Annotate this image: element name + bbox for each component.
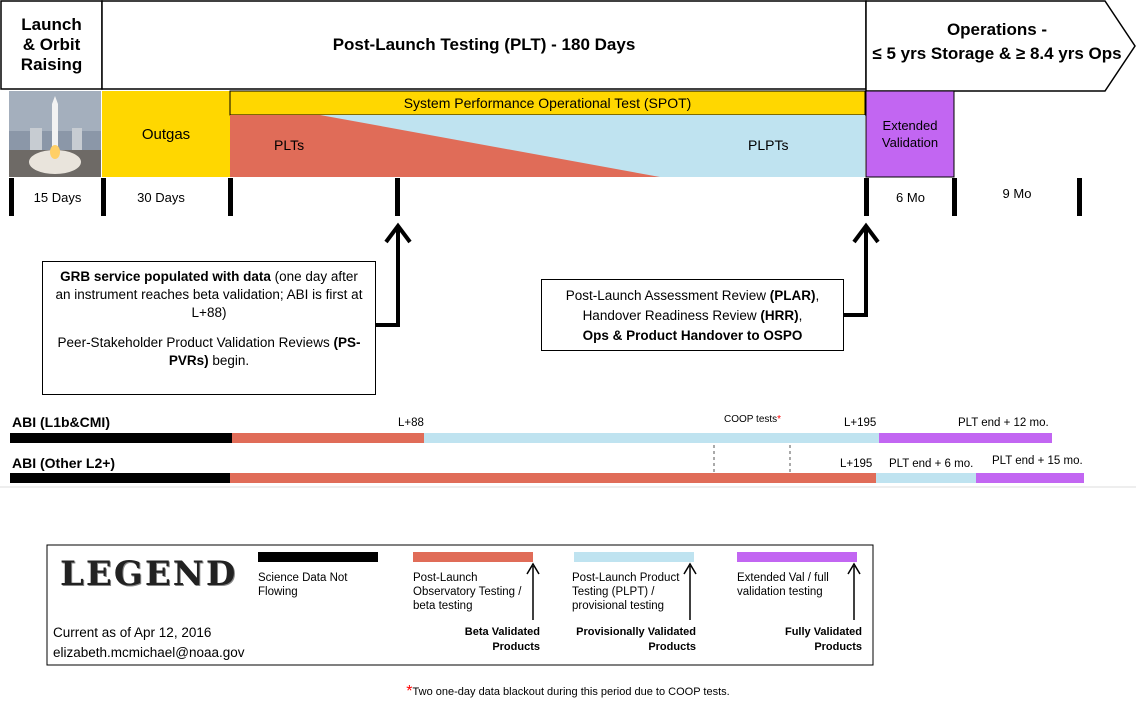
- launch-phase-box: [0, 0, 103, 90]
- bar-no-data: [10, 433, 232, 443]
- launch-phase-label: Launch & Orbit Raising: [20, 15, 83, 74]
- grb-bold-text: GRB service populated with data: [60, 269, 271, 284]
- plt-end-12-label: PLT end + 12 mo.: [958, 417, 1049, 429]
- grb-rest-text: (one day after an instrument reaches bet…: [55, 269, 363, 320]
- outgas-band: [102, 91, 230, 177]
- legend-item-result: Provisionally Validated Products: [576, 626, 696, 653]
- pvr-acronym: (PS-PVRs): [168, 335, 361, 368]
- bar-full: [879, 433, 1052, 443]
- tick: [9, 178, 14, 216]
- plar-arrow: [844, 228, 868, 317]
- tick: [864, 178, 869, 216]
- hrr-label: Handover Readiness Review: [582, 308, 761, 323]
- bar-beta: [230, 473, 876, 483]
- extended-validation-band: [865, 90, 955, 178]
- legend-current-date: Current as of Apr 12, 2016: [53, 625, 212, 640]
- footnote-text: Two one-day data blackout during this pe…: [412, 686, 730, 698]
- bar-beta: [232, 433, 424, 443]
- l195-label: L+195: [844, 417, 877, 429]
- legend-swatch-salmon: [413, 552, 533, 562]
- l88-label: L+88: [398, 417, 424, 429]
- plt-phase-label: Post-Launch Testing (PLT) - 180 Days: [332, 35, 636, 54]
- hrr-acronym: (HRR): [760, 308, 799, 323]
- legend-email: elizabeth.mcmichael@noaa.gov: [53, 645, 245, 660]
- legend-swatch-purple: [737, 552, 857, 562]
- legend-item-desc: Extended Val / full validation testing: [737, 572, 829, 598]
- hrr-line: Handover Readiness Review (HRR),: [548, 306, 837, 326]
- row-label-abi-other: ABI (Other L2+): [12, 455, 116, 471]
- grb-callout: GRB service populated with data (one day…: [42, 261, 376, 395]
- coop-label: COOP tests*: [724, 414, 781, 425]
- extended-validation-label: Extended Validation: [881, 118, 939, 150]
- tick: [228, 178, 233, 216]
- grb-callout-text: GRB service populated with data (one day…: [51, 268, 367, 322]
- plt-phase-box: [101, 0, 867, 90]
- operations-line-1: Operations -: [946, 20, 1048, 39]
- grb-arrow: [376, 228, 400, 327]
- operations-phase-label: Operations - ≤ 5 yrs Storage & ≥ 8.4 yrs…: [866, 18, 1128, 66]
- plar-line: Post-Launch Assessment Review (PLAR),: [548, 286, 837, 306]
- pvr-end: begin.: [208, 353, 250, 368]
- legend-item-result: Fully Validated Products: [784, 626, 862, 653]
- coop-asterisk: *: [777, 414, 782, 425]
- plt-end-15-label: PLT end + 15 mo.: [992, 455, 1083, 467]
- pvr-label: Peer-Stakeholder Product Validation Revi…: [57, 335, 334, 350]
- plar-callout: Post-Launch Assessment Review (PLAR), Ha…: [541, 279, 844, 351]
- footnote: * Two one-day data blackout during this …: [0, 683, 1136, 701]
- handover-line: Ops & Product Handover to OSPO: [582, 328, 803, 343]
- plpts-label: PLPTs: [748, 137, 789, 153]
- legend-item-result: Beta Validated Products: [464, 626, 540, 653]
- duration-label: 30 Days: [137, 190, 185, 205]
- plar-acronym: (PLAR): [769, 288, 816, 303]
- legend-item-desc: Post-Launch Observatory Testing / beta t…: [413, 572, 522, 612]
- rocket-launch-photo: [9, 91, 101, 177]
- tick: [101, 178, 106, 216]
- legend-swatch-black: [258, 552, 378, 562]
- bar-no-data: [10, 473, 230, 483]
- tick: [952, 178, 957, 216]
- row-label-abi-l1b: ABI (L1b&CMI): [12, 414, 110, 430]
- legend-box: [46, 544, 874, 666]
- duration-label: 9 Mo: [1002, 186, 1032, 201]
- legend-swatch-blue: [574, 552, 694, 562]
- plt-wedge: [230, 115, 660, 177]
- bar-full: [976, 473, 1084, 483]
- plar-comma: ,: [815, 288, 820, 303]
- legend-item-desc: Science Data Not Flowing: [258, 572, 348, 598]
- spot-band: [229, 90, 866, 116]
- legend-title: LEGEND: [60, 554, 238, 594]
- operations-phase-arrow: [865, 0, 1136, 92]
- hrr-comma: ,: [798, 308, 803, 323]
- footnote-asterisk: *: [406, 683, 413, 700]
- duration-label: 6 Mo: [896, 190, 925, 205]
- bar-provisional: [876, 473, 976, 483]
- operations-line-2: ≤ 5 yrs Storage & ≥ 8.4 yrs Ops: [872, 44, 1122, 63]
- plts-label: PLTs: [274, 137, 305, 153]
- plt-end-6-label: PLT end + 6 mo.: [889, 458, 974, 470]
- plar-label: Post-Launch Assessment Review: [565, 288, 770, 303]
- pvr-text: Peer-Stakeholder Product Validation Revi…: [51, 334, 367, 370]
- tick: [395, 178, 400, 216]
- bar-provisional: [424, 433, 879, 443]
- tick: [1077, 178, 1082, 216]
- coop-text: COOP tests: [724, 414, 778, 425]
- legend-item-desc: Post-Launch Product Testing (PLPT) / pro…: [572, 572, 680, 612]
- l195-label: L+195: [840, 458, 873, 470]
- outgas-label: Outgas: [141, 125, 191, 143]
- duration-label: 15 Days: [33, 190, 82, 205]
- spot-label: System Performance Operational Test (SPO…: [403, 95, 692, 111]
